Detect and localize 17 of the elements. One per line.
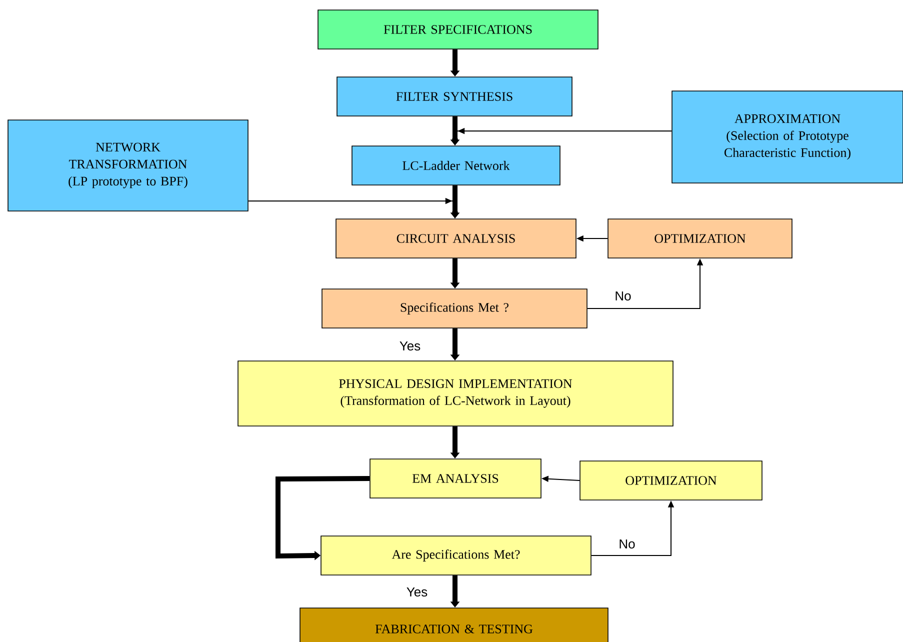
process-box: FILTER SYNTHESIS xyxy=(336,76,572,116)
process-box: FILTER SPECIFICATIONS xyxy=(318,10,598,50)
process-box: FABRICATION & TESTING xyxy=(300,608,608,642)
process-box: OPTIMIZATION xyxy=(608,218,792,258)
process-box: LC-Ladder Network xyxy=(352,146,560,186)
process-box: OPTIMIZATION xyxy=(580,460,762,500)
edge-label: No xyxy=(614,290,632,302)
process-box: EM ANALYSIS xyxy=(370,458,542,498)
decision-box: Are Specifications Met? xyxy=(320,536,592,576)
process-box: PHYSICAL DESIGN IMPLEMENTATION (Transformation of LC-Network in Layout) xyxy=(238,360,674,426)
process-box: CIRCUIT ANALYSIS xyxy=(336,218,576,258)
process-box: APPROXIMATION (Selection of Prototype Characteristic Function) xyxy=(672,90,903,184)
edge-label: Yes xyxy=(405,586,429,598)
edge-label: No xyxy=(618,538,636,550)
process-box: NETWORK TRANSFORMATION (LP prototype to BPF) xyxy=(8,120,248,212)
edge-label: Yes xyxy=(398,340,422,352)
decision-box: Specifications Met ? xyxy=(322,288,588,328)
